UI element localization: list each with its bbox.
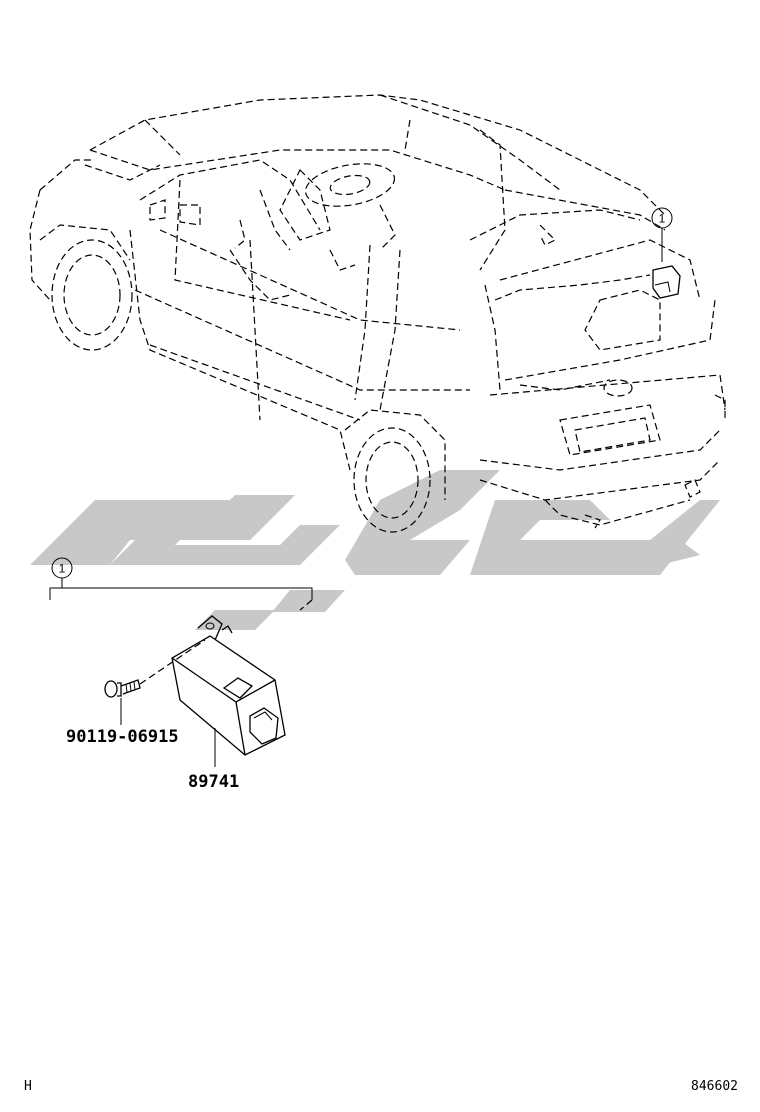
bolt-part-number: 90119-06915 — [66, 727, 179, 747]
watermark-logo — [30, 470, 720, 630]
bolt-icon — [104, 639, 206, 725]
module-part-number: 89741 — [188, 772, 239, 792]
footer-left-code: H — [24, 1079, 32, 1094]
group-callout-number: 1 — [59, 562, 66, 576]
group-bracket: 1 — [49, 557, 313, 611]
vehicle-location-callout: 1 — [651, 207, 681, 299]
control-module-icon — [171, 615, 286, 767]
minivan-outline-icon — [29, 94, 726, 533]
vehicle-callout-number: 1 — [659, 212, 666, 226]
illustration-code: 846602 — [691, 1079, 738, 1094]
